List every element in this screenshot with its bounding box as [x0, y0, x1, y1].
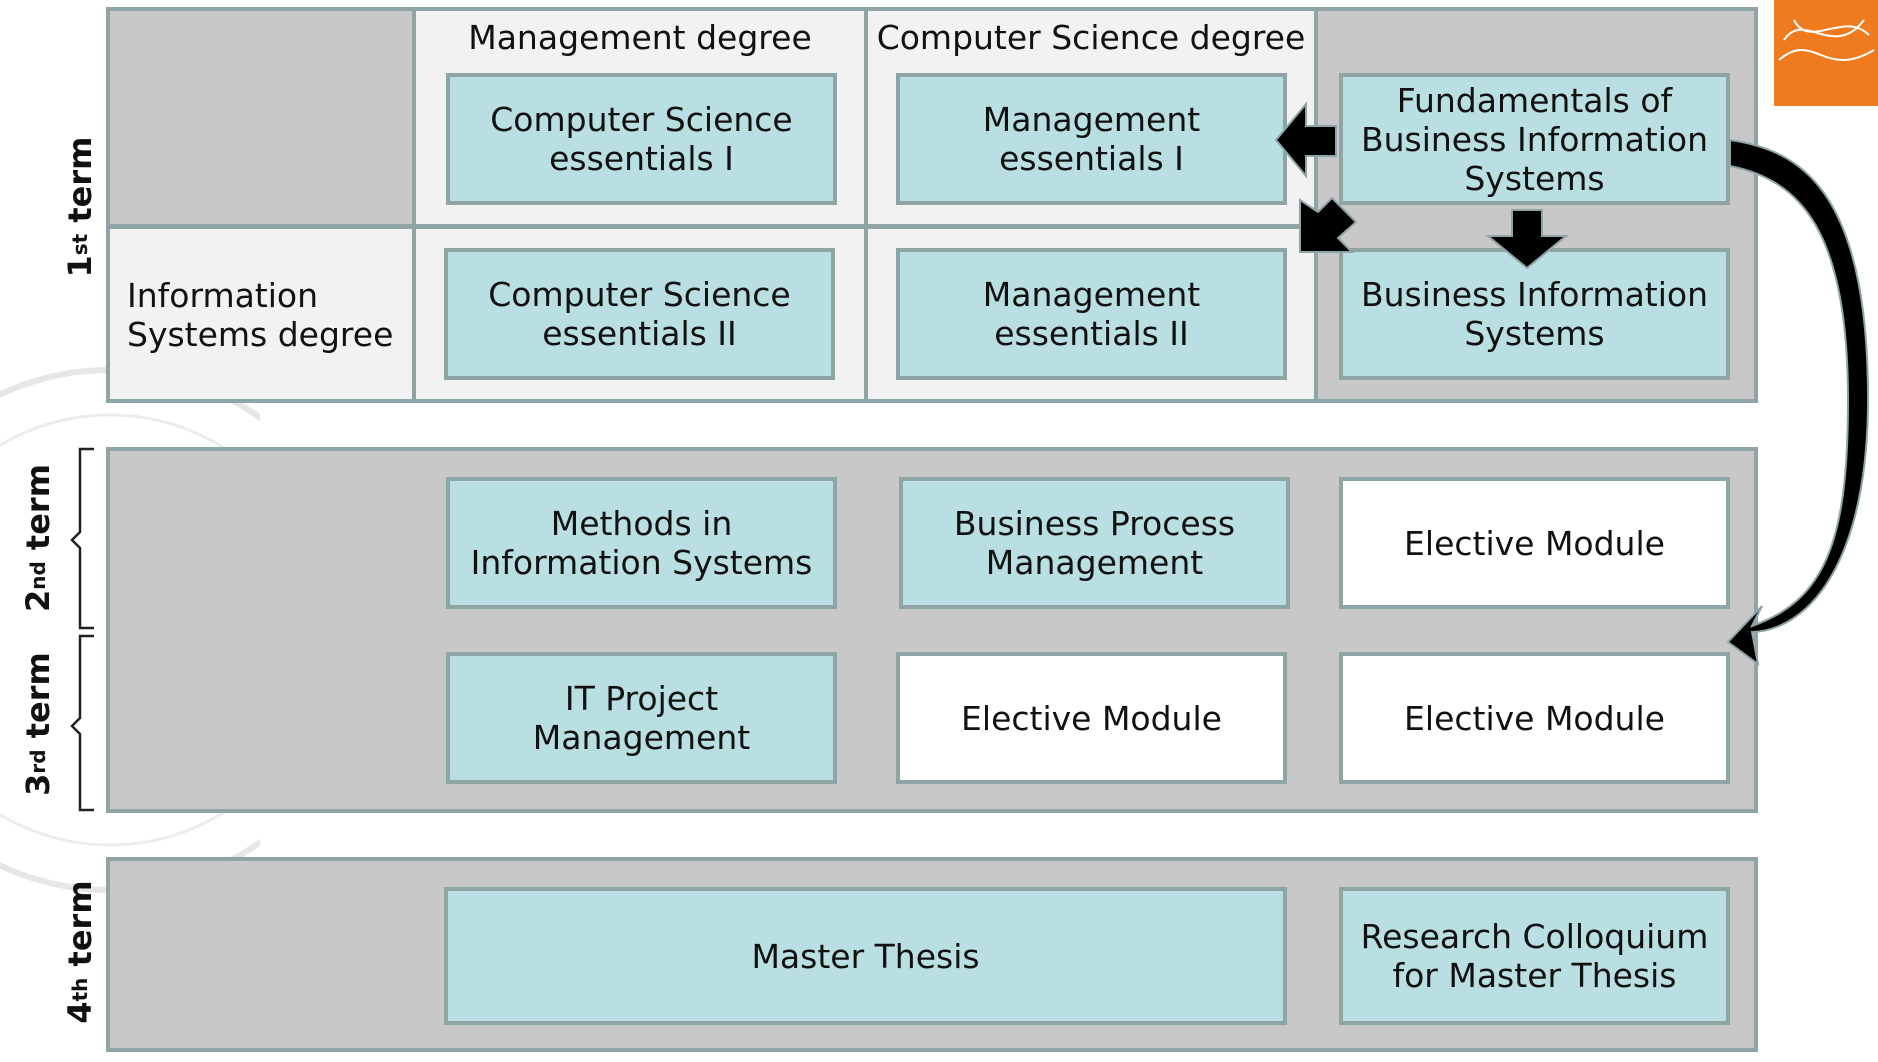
university-logo [1774, 0, 1878, 106]
is-degree-row-label-cell [110, 229, 412, 399]
module-cs-essentials-1: Computer Science essentials I [446, 73, 837, 205]
module-bis: Business Information Systems [1339, 248, 1730, 380]
is-degree-row-label: Information Systems degree [127, 276, 394, 354]
arrow-down [1485, 209, 1569, 270]
module-methods-is: Methods in Information Systems [446, 477, 837, 609]
term1-col-divider-3 [1314, 11, 1318, 399]
module-it-project-management: IT Project Management [446, 652, 837, 784]
term3-bracket [70, 634, 94, 812]
cs-degree-header: Computer Science degree [876, 18, 1306, 57]
module-management-essentials-1: Management essentials I [896, 73, 1287, 205]
arrow-curved [1726, 138, 1870, 667]
module-elective-2: Elective Module [896, 652, 1287, 784]
module-research-colloquium: Research Colloquium for Master Thesis [1339, 887, 1730, 1025]
module-management-essentials-2: Management essentials II [896, 248, 1287, 380]
arrow-left [1274, 101, 1337, 179]
term2-bracket [70, 447, 94, 630]
term1-col-divider-1 [412, 11, 416, 399]
term1-row-divider [110, 224, 1314, 229]
module-elective-3: Elective Module [1339, 652, 1730, 784]
module-master-thesis: Master Thesis [444, 887, 1287, 1025]
module-elective-1: Elective Module [1339, 477, 1730, 609]
module-bpm: Business Process Management [899, 477, 1290, 609]
module-cs-essentials-2: Computer Science essentials II [444, 248, 835, 380]
management-degree-header: Management degree [468, 18, 812, 57]
term1-col-divider-2 [864, 11, 868, 399]
module-fundamentals-bis: Fundamentals of Business Information Sys… [1339, 73, 1730, 205]
arrow-diagonal [1299, 196, 1358, 253]
